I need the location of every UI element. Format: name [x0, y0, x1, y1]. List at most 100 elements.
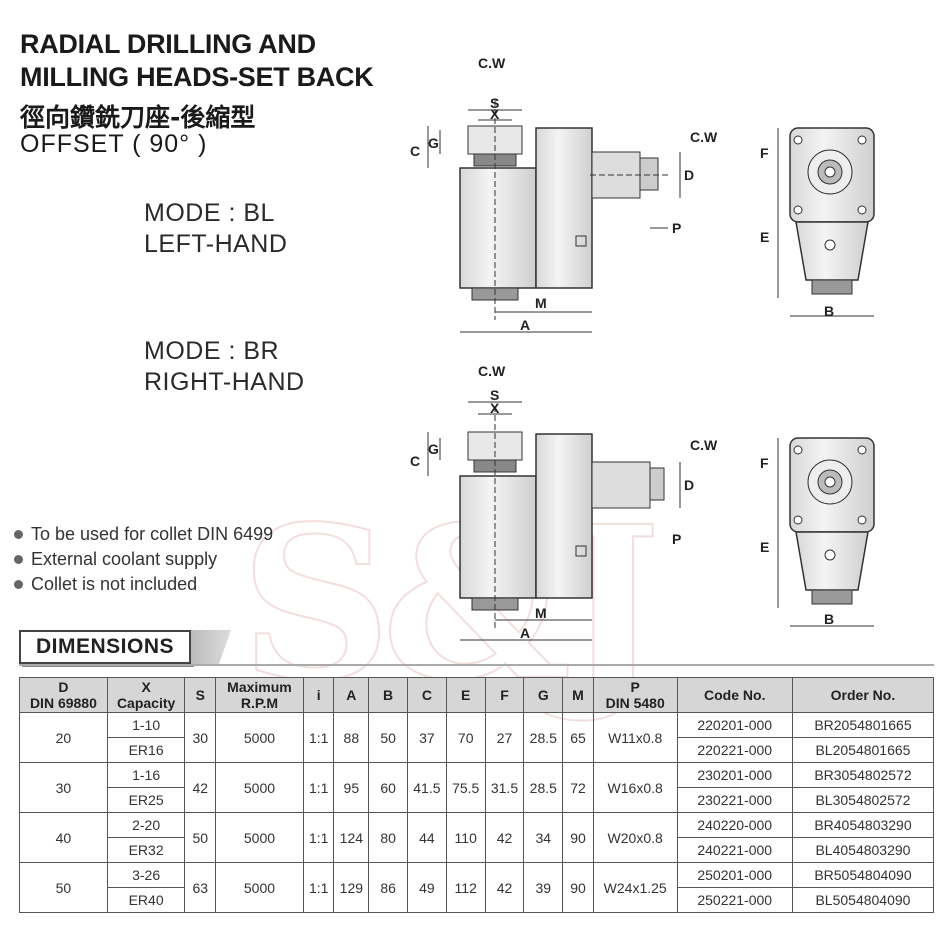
title-chinese: 徑向鑽銑刀座-後縮型 [20, 103, 256, 132]
cell-f: 42 [484, 862, 525, 913]
col-e: E [445, 677, 486, 713]
cell-m: 72 [562, 762, 594, 813]
col-b: B [368, 677, 408, 713]
label-c: C [410, 143, 420, 159]
drawing-bl: C.W S X C G C.W D P M A F E B [410, 55, 875, 333]
cell-i: 1:1 [302, 862, 335, 913]
cell-s: 50 [184, 812, 217, 863]
cell-code2: 250221-000 [676, 887, 793, 913]
mode-bl-hand: LEFT-HAND [144, 230, 288, 258]
cell-a: 124 [333, 812, 370, 863]
cell-d: 40 [19, 812, 108, 863]
cell-g: 28.5 [523, 762, 564, 813]
cell-x2: ER32 [106, 837, 186, 863]
label-s: S [490, 95, 499, 111]
cell-order2: BL3054802572 [791, 787, 935, 813]
label-e: E [760, 229, 769, 245]
bullet-icon [14, 555, 23, 564]
cell-i: 1:1 [302, 712, 335, 763]
label-g-2: G [428, 441, 439, 457]
col-c: C [407, 677, 447, 713]
cell-a: 129 [333, 862, 370, 913]
mode-br: MODE : BR [144, 337, 280, 365]
label-b: B [824, 303, 834, 319]
cell-e: 112 [445, 862, 486, 913]
cell-c: 44 [407, 812, 447, 863]
note-item: Collet is not included [14, 572, 273, 597]
cell-code2: 230221-000 [676, 787, 793, 813]
title-line-1: RADIAL DRILLING AND [20, 29, 316, 59]
label-m-2: M [535, 605, 547, 621]
label-cw-side: C.W [690, 129, 718, 145]
cell-i: 1:1 [302, 762, 335, 813]
mode-br-label: MODE : BR RIGHT-HAND [144, 336, 305, 398]
cell-code1: 240220-000 [676, 812, 793, 838]
cell-c: 37 [407, 712, 447, 763]
cell-order1: BR2054801665 [791, 712, 935, 738]
label-x: X [490, 106, 500, 122]
label-p-2: P [672, 531, 681, 547]
cell-g: 34 [523, 812, 564, 863]
cell-c: 49 [407, 862, 447, 913]
cell-f: 31.5 [484, 762, 525, 813]
label-m: M [535, 295, 547, 311]
cell-f: 42 [484, 812, 525, 863]
mode-bl: MODE : BL [144, 199, 275, 227]
label-x-2: X [490, 400, 500, 416]
cell-order1: BR4054803290 [791, 812, 935, 838]
cell-p: W16x0.8 [592, 762, 678, 813]
offset-label: OFFSET ( 90° ) [20, 130, 208, 158]
label-d: D [684, 167, 694, 183]
cell-order2: BL5054804090 [791, 887, 935, 913]
label-p: P [672, 220, 681, 236]
cell-g: 28.5 [523, 712, 564, 763]
banner-tail [191, 630, 231, 664]
cell-a: 88 [333, 712, 370, 763]
col-g: G [523, 677, 564, 713]
drawing-br: C.W S X C G C.W D P M A F E B [410, 363, 875, 641]
cell-code2: 220221-000 [676, 737, 793, 763]
cell-order2: BL4054803290 [791, 837, 935, 863]
cell-rpm: 5000 [215, 812, 304, 863]
cell-e: 110 [445, 812, 486, 863]
cell-x2: ER16 [106, 737, 186, 763]
cell-i: 1:1 [302, 812, 335, 863]
cell-order1: BR3054802572 [791, 762, 935, 788]
cell-x1: 1-16 [106, 762, 186, 788]
cell-s: 30 [184, 712, 217, 763]
bullet-icon [14, 580, 23, 589]
cell-m: 90 [562, 862, 594, 913]
cell-code1: 230201-000 [676, 762, 793, 788]
col-f: F [484, 677, 525, 713]
cell-g: 39 [523, 862, 564, 913]
label-e-2: E [760, 539, 769, 555]
mode-br-hand: RIGHT-HAND [144, 368, 305, 396]
cell-c: 41.5 [407, 762, 447, 813]
label-a-2: A [520, 625, 530, 641]
cell-p: W11x0.8 [592, 712, 678, 763]
col-order: Order No. [791, 677, 935, 713]
cell-d: 50 [19, 862, 108, 913]
label-b-2: B [824, 611, 834, 627]
cell-x1: 2-20 [106, 812, 186, 838]
label-a: A [520, 317, 530, 333]
cell-e: 70 [445, 712, 486, 763]
col-s: S [184, 677, 217, 713]
cell-order2: BL2054801665 [791, 737, 935, 763]
col-a: A [333, 677, 370, 713]
mode-bl-label: MODE : BL LEFT-HAND [144, 198, 287, 260]
cell-x1: 1-10 [106, 712, 186, 738]
cell-a: 95 [333, 762, 370, 813]
cell-b: 80 [368, 812, 408, 863]
col-i: i [302, 677, 335, 713]
label-c-2: C [410, 453, 420, 469]
dimensions-banner: DIMENSIONS [19, 630, 231, 664]
note-item: External coolant supply [14, 547, 273, 572]
cell-x2: ER40 [106, 887, 186, 913]
